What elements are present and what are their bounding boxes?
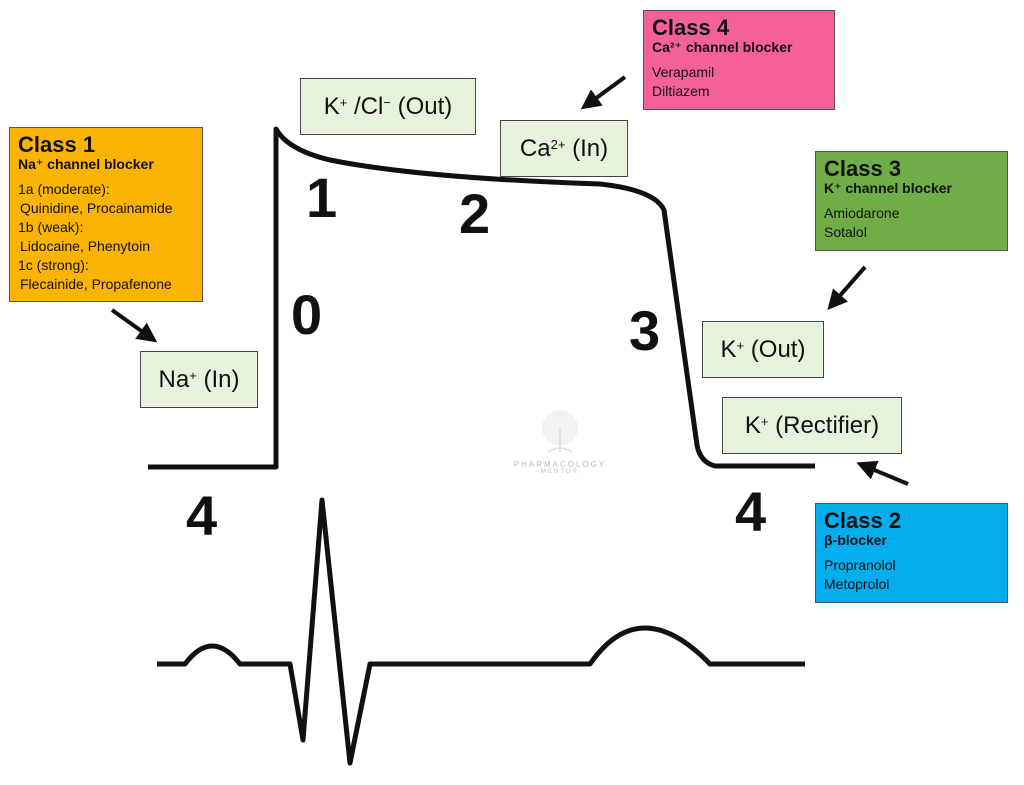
class4-box: Class 4 Ca²⁺ channel blocker Verapamil D… [643, 10, 835, 110]
ion-text: Ca [519, 134, 551, 162]
watermark-line1: PHARMACOLOGY [513, 460, 607, 469]
ion-sup: + [760, 414, 769, 429]
ion-sup: + [339, 95, 348, 110]
class3-drug: Amiodarone [824, 205, 900, 221]
ion-k-out: K+ (Out) [702, 321, 824, 378]
ion-text: K [720, 335, 737, 363]
ion-k-rectifier: K+ (Rectifier) [722, 397, 902, 454]
class1-box: Class 1 Na⁺ channel blocker 1a (moderate… [9, 127, 203, 302]
class2-subtitle: β-blocker [824, 532, 888, 548]
class4-subtitle: Ca²⁺ channel blocker [652, 39, 793, 55]
ion-text: (Out) [744, 335, 806, 363]
class1-line: 1b (weak): [18, 219, 84, 235]
phase-4-left-label: 4 [186, 484, 218, 547]
ion-na-in: Na+ (In) [140, 351, 258, 408]
arrow-class4 [580, 75, 627, 110]
class2-drug: Metoprolol [824, 576, 890, 592]
phase-1-label: 1 [306, 166, 338, 229]
arrow-class3 [827, 265, 867, 311]
phase-2-label: 2 [459, 182, 491, 245]
class1-line: 1a (moderate): [18, 181, 110, 197]
watermark: PHARMACOLOGY MENTOR [505, 460, 615, 475]
class3-drug: Sotalol [824, 224, 867, 240]
arrow-class2 [856, 460, 909, 486]
class3-subtitle: K⁺ channel blocker [824, 180, 952, 196]
ion-text: Na [158, 365, 190, 393]
ion-text: K [744, 411, 761, 439]
ion-text: /Cl [347, 92, 384, 120]
class2-box: Class 2 β-blocker Propranolol Metoprolol [815, 503, 1008, 603]
ion-sup: 2+ [550, 137, 566, 152]
class4-title: Class 4 [652, 15, 730, 40]
phase-4-right-label: 4 [735, 480, 767, 543]
ion-text: K [323, 92, 340, 120]
ion-text: (In) [196, 365, 240, 393]
phase-3-label: 3 [629, 299, 661, 362]
class1-subtitle: Na⁺ channel blocker [18, 156, 154, 172]
tree-logo-icon [542, 410, 578, 453]
ion-sup: − [383, 95, 391, 110]
ion-sup: + [736, 338, 745, 353]
class1-line: Flecainide, Propafenone [20, 276, 172, 292]
ion-text: (Out) [390, 92, 453, 120]
watermark-line2: MENTOR [541, 469, 579, 475]
phase-0-label: 0 [291, 283, 323, 346]
class4-drug: Verapamil [652, 64, 715, 80]
class2-drug: Propranolol [824, 557, 896, 573]
class3-box: Class 3 K⁺ channel blocker Amiodarone So… [815, 151, 1008, 251]
ion-text: (Rectifier) [768, 411, 880, 439]
class1-line: Quinidine, Procainamide [20, 200, 173, 216]
class1-title: Class 1 [18, 132, 96, 157]
ecg-trace [157, 497, 805, 766]
action-potential-curve [148, 126, 815, 470]
class3-title: Class 3 [824, 156, 902, 181]
class2-title: Class 2 [824, 508, 902, 533]
class1-line: 1c (strong): [18, 257, 89, 273]
ion-sup: + [189, 368, 197, 383]
ion-text: (In) [565, 134, 609, 162]
class4-drug: Diltiazem [652, 83, 710, 99]
class1-line: Lidocaine, Phenytoin [20, 238, 150, 254]
ion-k-cl-out: K+ /Cl− (Out) [300, 78, 476, 135]
arrow-class1 [110, 308, 158, 343]
